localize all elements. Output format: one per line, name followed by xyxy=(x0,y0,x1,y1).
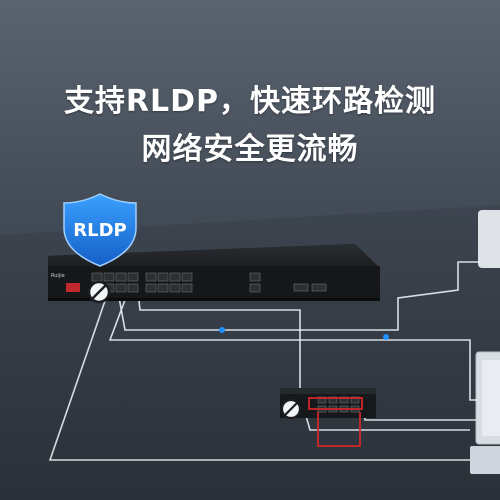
prohibited-icon xyxy=(87,280,111,304)
shield-label: RLDP xyxy=(73,220,126,241)
brand-label: Ruijie xyxy=(51,273,65,279)
prohibited-icon xyxy=(280,398,302,420)
signal-dot xyxy=(219,327,225,333)
laptop-keyboard xyxy=(470,446,500,474)
signal-dot xyxy=(383,334,389,340)
console-port xyxy=(66,283,80,292)
headline-line1: 支持RLDP，快速环路检测 xyxy=(63,84,437,119)
access-point-device xyxy=(478,210,500,268)
laptop-inner xyxy=(482,360,500,436)
shield-icon xyxy=(63,193,137,267)
main-switch: Ruijie xyxy=(48,244,380,301)
loop-cable xyxy=(308,397,363,447)
headline-line2: 网络安全更流畅 xyxy=(141,132,359,167)
